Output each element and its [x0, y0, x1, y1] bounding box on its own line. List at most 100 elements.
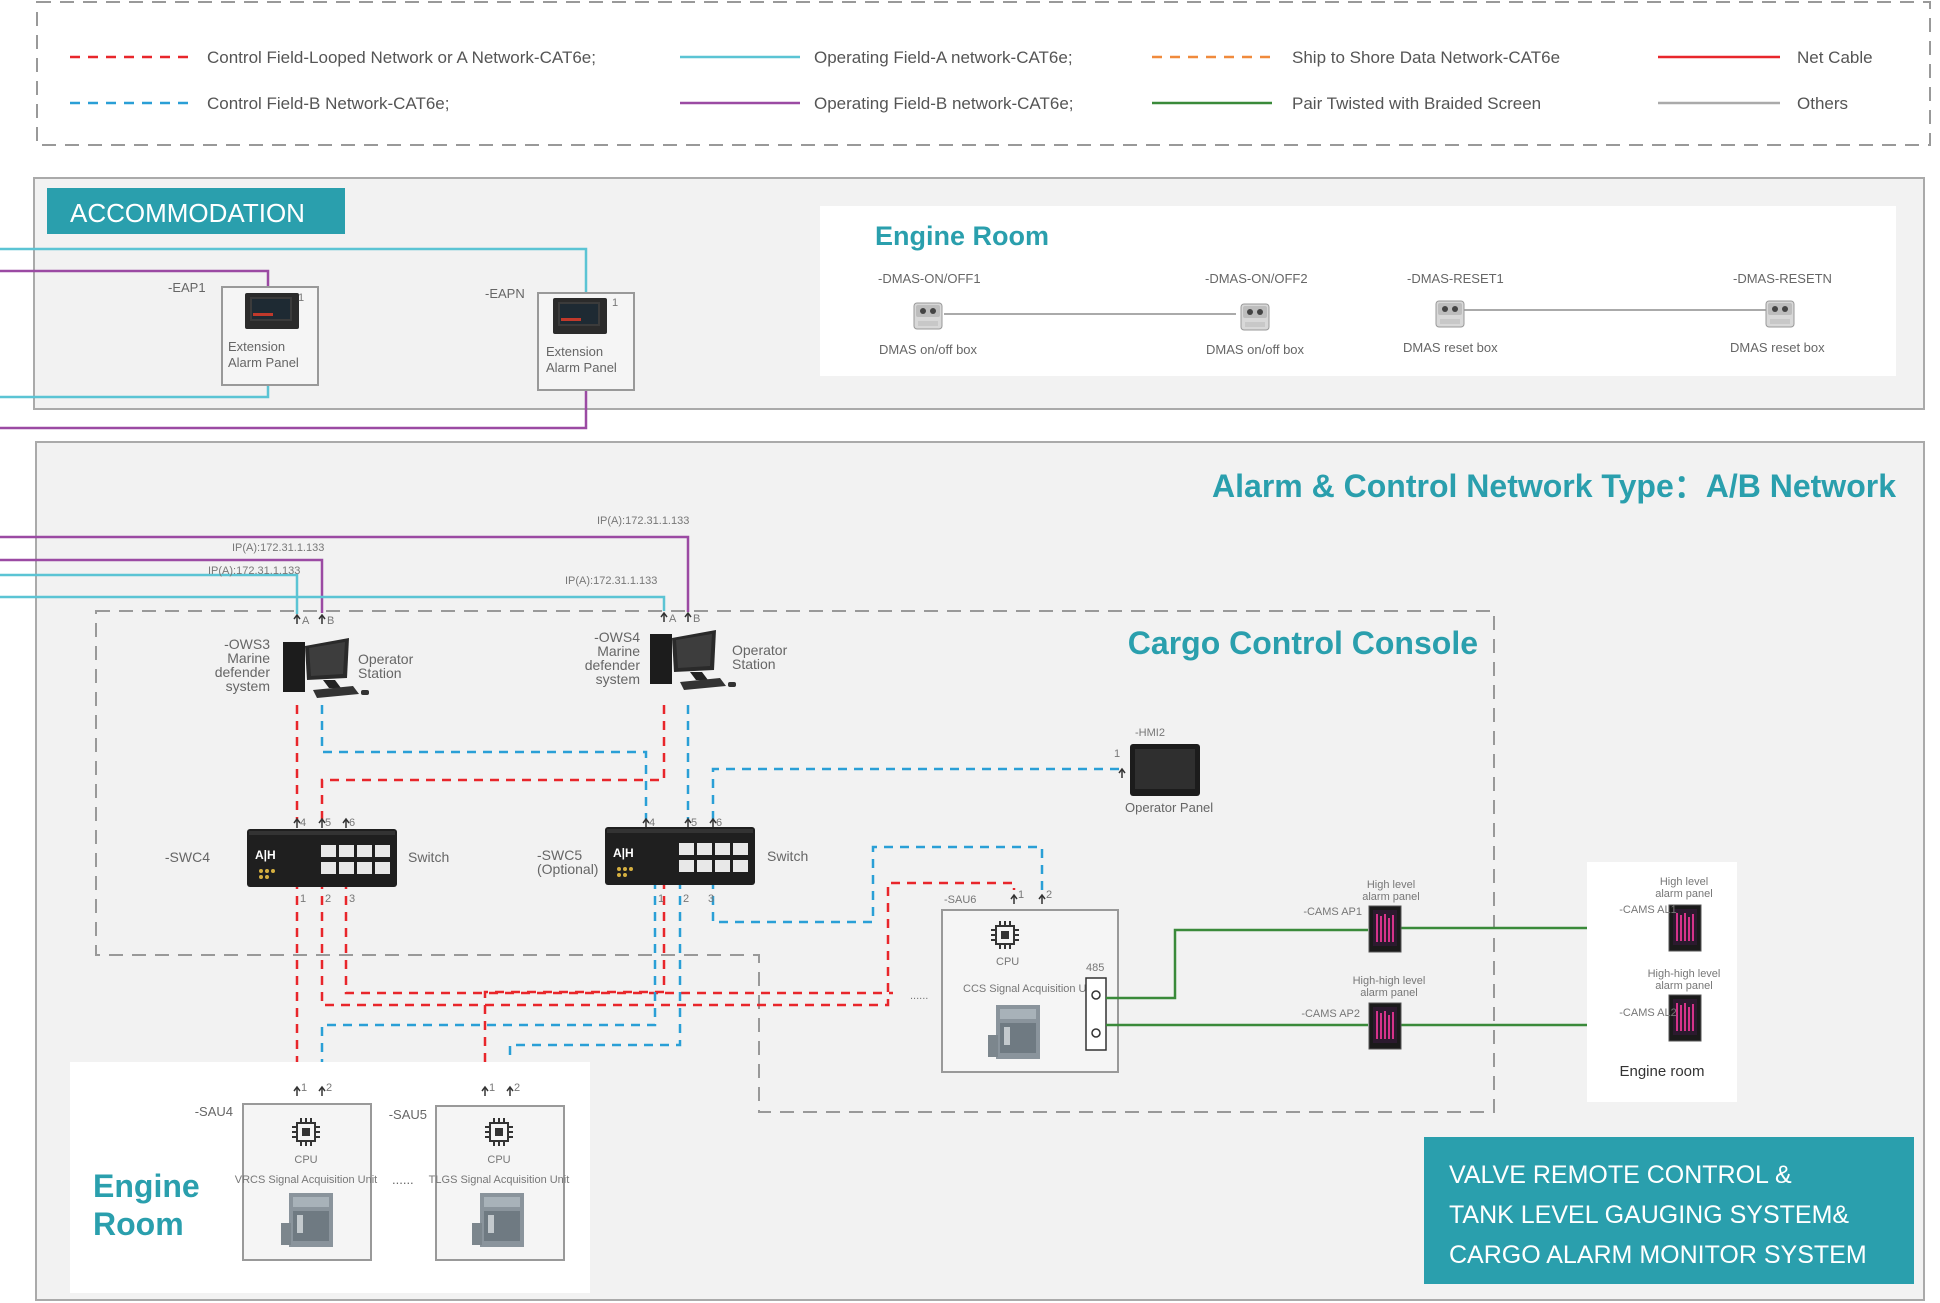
sau4-port-1: 1	[301, 1082, 307, 1094]
ows4-port-a: A	[669, 613, 677, 625]
legend-net-cable: Net Cable	[1797, 48, 1873, 67]
dmas-reset-n: -DMAS-RESETN DMAS reset box	[1730, 271, 1832, 355]
swc5-port-6: 6	[716, 817, 722, 829]
engine-room-small-label: Engine room	[1619, 1063, 1704, 1080]
cams-al2-tag: -CAMS AL2	[1619, 1007, 1676, 1019]
swc5-port-4: 4	[649, 817, 655, 829]
sau5-cpu-icon	[484, 1117, 514, 1147]
eap1-label-1: Extension	[228, 339, 285, 354]
cams-al1: High level alarm panel -CAMS AL1	[1619, 876, 1713, 952]
system-badge-line-3: CARGO ALARM MONITOR SYSTEM	[1449, 1241, 1867, 1269]
swc5-label: Switch	[767, 848, 808, 864]
eap1-tag: -EAP1	[168, 280, 206, 295]
sau5-unit-label: TLGS Signal Acquisition Unit	[429, 1174, 570, 1186]
sau5-port-2: 2	[514, 1082, 520, 1094]
swc4-port-4: 4	[300, 817, 306, 829]
hmi2-tag: -HMI2	[1135, 727, 1165, 739]
legend-operating-b: Operating Field-B network-CAT6e;	[814, 94, 1074, 113]
legend-operating-a: Operating Field-A network-CAT6e;	[814, 48, 1073, 67]
eapn-port: 1	[612, 297, 618, 309]
ows3-desc-3: system	[226, 678, 270, 694]
dmas-onoff-1-label: DMAS on/off box	[879, 342, 978, 357]
ows4-tag: -OWS4	[594, 629, 640, 645]
swc5-switch-icon	[605, 827, 755, 885]
sau4-unit-label: VRCS Signal Acquisition Unit	[235, 1174, 377, 1186]
eap1-label-2: Alarm Panel	[228, 355, 299, 370]
ows4-label-2: Station	[732, 656, 776, 672]
legend-control-a: Control Field-Looped Network or A Networ…	[207, 48, 596, 67]
engine-room-label-1: Engine	[93, 1168, 200, 1204]
ip-label-2: IP(A):172.31.1.133	[232, 542, 324, 554]
cams-al2: High-high level alarm panel -CAMS AL2	[1619, 968, 1721, 1042]
legend-ship-shore: Ship to Shore Data Network-CAT6e	[1292, 48, 1560, 67]
cams-ap2-icon	[1368, 1002, 1402, 1050]
cams-ap1: High level alarm panel -CAMS AP1	[1303, 879, 1420, 953]
cams-ap2: High-high level alarm panel -CAMS AP2	[1301, 975, 1426, 1050]
network-title: Alarm & Control Network Type：A/B Network	[1212, 468, 1896, 504]
ip-label-4: IP(A):172.31.1.133	[565, 575, 657, 587]
accommodation-title: ACCOMMODATION	[70, 198, 305, 228]
swc5-port-1: 1	[658, 893, 664, 905]
cams-ap1-icon	[1368, 905, 1402, 953]
dmas-onoff-2-tag: -DMAS-ON/OFF2	[1205, 271, 1308, 286]
ows4-desc-1: Marine	[597, 643, 640, 659]
network-section: Alarm & Control Network Type：A/B Network…	[0, 441, 1925, 1301]
legend-control-b: Control Field-B Network-CAT6e;	[207, 94, 449, 113]
ows3-port-a: A	[302, 615, 310, 627]
sau6-485-label: 485	[1086, 962, 1104, 974]
engine-room-top-box	[820, 206, 1896, 376]
ows3-port-b: B	[327, 615, 334, 627]
ows3-operator-station: A B -OWS3 Marine defender system Operato…	[215, 614, 414, 698]
sau6-port-2: 2	[1046, 889, 1052, 901]
hmi2-label: Operator Panel	[1125, 800, 1213, 815]
legend: Control Field-Looped Network or A Networ…	[36, 1, 1931, 146]
hmi2-port-1: 1	[1114, 748, 1120, 760]
swc4-port-3: 3	[349, 893, 355, 905]
eapn-panel: 1 Extension Alarm Panel -EAPN	[485, 286, 635, 391]
swc4-port-5: 5	[325, 817, 331, 829]
sau5-port-1: 1	[489, 1082, 495, 1094]
cams-ap1-label-1: High level	[1367, 879, 1415, 891]
cargo-console-boundary	[95, 610, 1495, 1113]
system-badge	[1424, 1137, 1914, 1284]
engine-room-label-2: Room	[93, 1206, 184, 1242]
eapn-label-1: Extension	[546, 344, 603, 359]
ows3-tag: -OWS3	[224, 636, 270, 652]
ows4-label-1: Operator	[732, 642, 788, 658]
dmas-reset-1: -DMAS-RESET1 DMAS reset box	[1403, 271, 1504, 355]
dmas-onoff-2-icon	[1240, 303, 1270, 331]
sau4-unit: 1 2 -SAU4 CPU VRCS Signal Acquisition Un…	[195, 1082, 377, 1261]
ows4-operator-station: A B -OWS4 Marine defender system Operato…	[585, 612, 788, 690]
sau6-cpu-icon	[990, 920, 1020, 950]
cargo-console-title: Cargo Control Console	[1128, 625, 1478, 661]
dmas-reset-n-tag: -DMAS-RESETN	[1733, 271, 1832, 286]
sau-dots: ......	[392, 1172, 414, 1187]
swc5-tag: -SWC5	[537, 847, 582, 863]
dmas-reset-1-icon	[1435, 300, 1465, 328]
cams-al1-label-2: alarm panel	[1655, 888, 1712, 900]
sau6-unit: 1 2 -SAU6 CPU CCS Signal Acquisition Uni…	[910, 889, 1119, 1073]
engine-room-small-box	[1587, 862, 1737, 1102]
swc4-switch: 4 5 6 1 2 3 -SWC4 Switch	[165, 817, 449, 905]
sau4-cpu-icon	[291, 1117, 321, 1147]
swc5-optional: (Optional)	[537, 861, 598, 877]
cams-ap2-tag: -CAMS AP2	[1301, 1008, 1360, 1020]
swc4-port-6: 6	[349, 817, 355, 829]
dmas-onoff-1-tag: -DMAS-ON/OFF1	[878, 271, 981, 286]
swc5-switch: 4 5 6 1 2 3 -SWC5 (Optional) Switch	[537, 817, 808, 905]
ows4-desc-3: system	[596, 671, 640, 687]
sau6-cpu-label: CPU	[996, 956, 1019, 968]
cams-al2-label-1: High-high level	[1648, 968, 1721, 980]
dmas-onoff-1: -DMAS-ON/OFF1 DMAS on/off box	[878, 271, 981, 357]
cams-al1-tag: -CAMS AL1	[1619, 904, 1676, 916]
sau4-tag: -SAU4	[195, 1104, 233, 1119]
sau5-cpu-label: CPU	[487, 1154, 510, 1166]
swc4-switch-icon	[247, 829, 397, 887]
dmas-reset-1-label: DMAS reset box	[1403, 340, 1498, 355]
dmas-reset-1-tag: -DMAS-RESET1	[1407, 271, 1504, 286]
cams-ap2-label-1: High-high level	[1353, 975, 1426, 987]
system-badge-line-2: TANK LEVEL GAUGING SYSTEM&	[1449, 1201, 1849, 1229]
cams-ap1-label-2: alarm panel	[1362, 891, 1419, 903]
swc4-port-2: 2	[325, 893, 331, 905]
